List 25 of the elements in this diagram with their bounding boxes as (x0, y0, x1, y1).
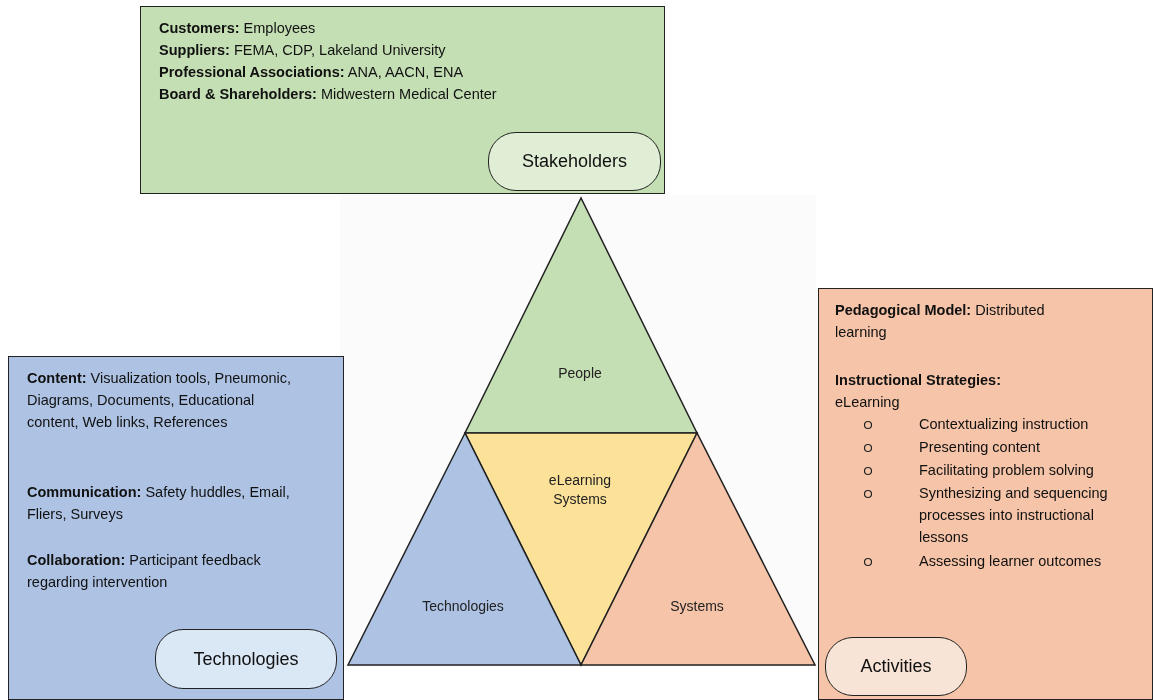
panel-text: Suppliers: FEMA, CDP, Lakeland University (159, 41, 447, 60)
category-pill: Technologies (155, 629, 337, 689)
stakeholders-panel (140, 6, 665, 194)
bullet-item: Synthesizing and sequencing processes into instructional lessons (919, 484, 1109, 547)
panel-text: Professional Associations: ANA, AACN, ENA (159, 63, 465, 82)
segment-label: Technologies (421, 597, 505, 616)
bullet-item: Facilitating problem solving (919, 461, 1095, 480)
segment-label: People (557, 364, 603, 383)
triangle-segment (465, 198, 697, 433)
panel-text: Board & Shareholders: Midwestern Medical Center (159, 85, 498, 104)
segment-label: eLearning Systems (547, 471, 613, 509)
panel-text: Communication: Safety huddles, Email, Fliers, Surveys (27, 483, 291, 524)
panel-text: Pedagogical Model: Distributed learning (835, 301, 1046, 342)
panel-text: Collaboration: Participant feedback regarding intervention (27, 551, 262, 592)
segment-label: Systems (669, 597, 725, 616)
panel-text: Customers: Employees (159, 19, 317, 38)
bullet-item: Contextualizing instruction (919, 415, 1090, 434)
category-pill: Activities (825, 637, 967, 696)
technologies-panel (8, 356, 344, 700)
category-pill: Stakeholders (488, 132, 661, 191)
bullet-item: Presenting content (919, 438, 1041, 457)
bullet-item: Assessing learner outcomes (919, 552, 1103, 571)
panel-text: eLearning (835, 393, 901, 412)
panel-text: Content: Visualization tools, Pneumonic, Diagrams, Documents, Educational content, Web links, References (27, 369, 293, 432)
panel-text: Instructional Strategies: (835, 371, 1002, 390)
